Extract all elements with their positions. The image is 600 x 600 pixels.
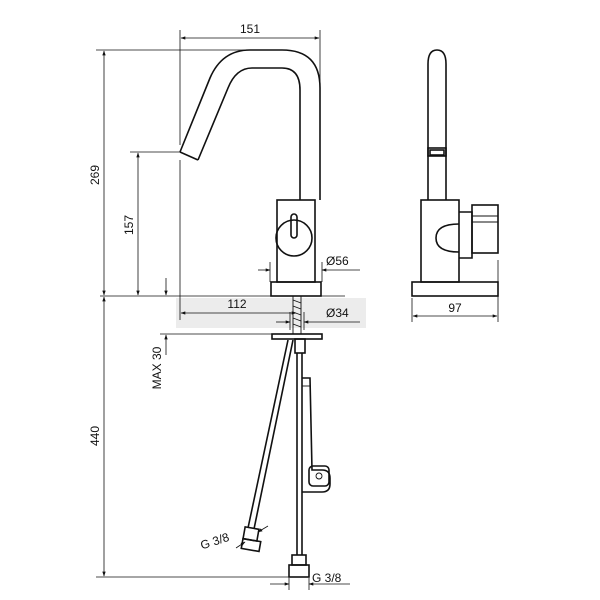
dim-label-diameter-34: Ø34: [326, 306, 349, 320]
base-ring: [270, 281, 322, 297]
body: [276, 199, 316, 283]
dim-label-diameter-56: Ø56: [326, 254, 349, 268]
nut: [294, 338, 306, 354]
dim-label-97: 97: [448, 301, 462, 315]
handle-lever: [290, 213, 298, 239]
dim-label-max-30: MAX 30: [150, 346, 164, 389]
dim-label-157: 157: [122, 215, 136, 235]
front-view: [100, 49, 345, 578]
handle-knob: [275, 219, 313, 257]
side-view: [411, 49, 499, 322]
dimension-lines: [96, 30, 360, 590]
dim-label-269: 269: [88, 165, 102, 185]
dim-label-151: 151: [240, 22, 260, 36]
dim-label-440: 440: [88, 426, 102, 446]
dim-label-thread-hose: G 3/8: [199, 530, 232, 552]
dim-label-112: 112: [227, 297, 246, 311]
dim-label-thread-bottom: G 3/8: [312, 571, 342, 585]
